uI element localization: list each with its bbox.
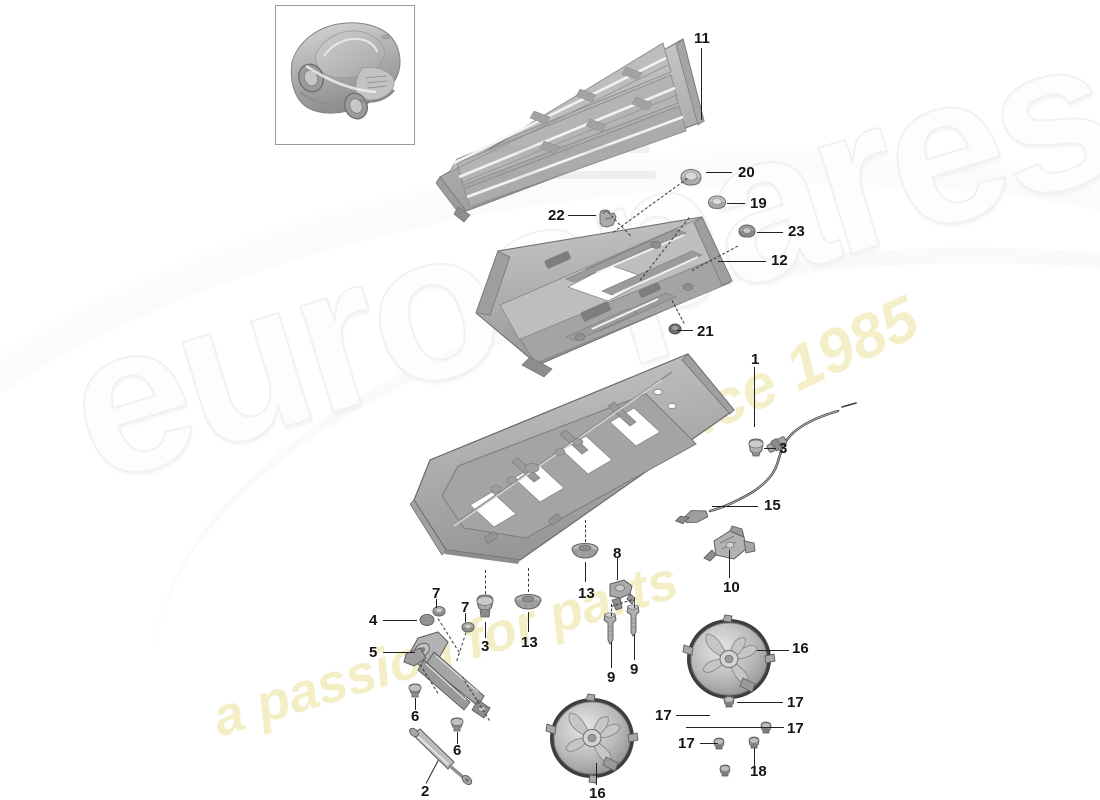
callout-label-9b[interactable]: 9 bbox=[630, 661, 639, 678]
vehicle-illustration-icon bbox=[290, 22, 401, 120]
leader-10 bbox=[729, 550, 730, 578]
leader-3-upper bbox=[764, 448, 776, 449]
leader-22 bbox=[568, 215, 596, 216]
callout-label-4[interactable]: 4 bbox=[369, 612, 378, 629]
part-buffer-upper bbox=[748, 438, 764, 457]
part-washer-b bbox=[461, 621, 475, 633]
callout-label-1[interactable]: 1 bbox=[751, 351, 760, 368]
callout-label-15[interactable]: 15 bbox=[764, 497, 781, 514]
callout-label-6b[interactable]: 6 bbox=[453, 742, 462, 759]
part-grommet-medium bbox=[708, 195, 726, 210]
part-bearing-bush bbox=[419, 614, 435, 626]
part-nut-a bbox=[408, 683, 422, 698]
leader-16b bbox=[596, 763, 597, 785]
leader-13b bbox=[585, 562, 586, 582]
callout-label-16a[interactable]: 16 bbox=[792, 640, 809, 657]
callout-label-3-upper[interactable]: 3 bbox=[779, 440, 788, 457]
leader-9b bbox=[634, 634, 635, 660]
callout-label-2[interactable]: 2 bbox=[421, 783, 430, 800]
leader-16a bbox=[757, 650, 789, 651]
callout-label-10[interactable]: 10 bbox=[723, 579, 740, 596]
part-grommet-small bbox=[738, 224, 756, 238]
part-screw-left bbox=[603, 612, 617, 645]
leader-17c bbox=[676, 715, 710, 716]
callout-label-22[interactable]: 22 bbox=[548, 207, 565, 224]
leader-17b bbox=[686, 727, 784, 728]
callout-label-12[interactable]: 12 bbox=[771, 252, 788, 269]
part-nut-b bbox=[450, 717, 464, 732]
part-cooling-fan-lower bbox=[545, 693, 639, 784]
leader-7a bbox=[436, 599, 437, 608]
callout-label-3-lower[interactable]: 3 bbox=[481, 638, 490, 655]
callout-label-7b[interactable]: 7 bbox=[461, 599, 470, 616]
part-grommet-large bbox=[680, 169, 702, 186]
callout-label-23[interactable]: 23 bbox=[788, 223, 805, 240]
callout-label-17c[interactable]: 17 bbox=[655, 707, 672, 724]
leader-15 bbox=[712, 506, 758, 507]
leader-18 bbox=[754, 748, 755, 766]
part-rear-lid-panel bbox=[409, 353, 735, 564]
leader-13a bbox=[528, 612, 529, 632]
part-buffer-lower bbox=[476, 594, 494, 618]
vehicle-thumbnail-box bbox=[275, 5, 415, 145]
callout-label-19[interactable]: 19 bbox=[750, 195, 767, 212]
part-gas-strut bbox=[409, 727, 473, 785]
leader-5 bbox=[383, 652, 415, 653]
leader-7b bbox=[465, 613, 466, 622]
part-fan-nut-b bbox=[760, 721, 772, 734]
part-fan-nut-d bbox=[719, 764, 731, 777]
callout-label-6a[interactable]: 6 bbox=[411, 708, 420, 725]
leader-17d bbox=[700, 743, 718, 744]
callout-label-17b[interactable]: 17 bbox=[787, 720, 804, 737]
callout-label-13b[interactable]: 13 bbox=[578, 585, 595, 602]
align-dash-9b bbox=[634, 598, 635, 608]
part-screw-right bbox=[626, 604, 640, 637]
part-lock-actuator bbox=[703, 525, 756, 562]
leader-8 bbox=[617, 558, 618, 580]
callout-label-20[interactable]: 20 bbox=[738, 164, 755, 181]
part-retaining-clip bbox=[599, 209, 617, 228]
callout-label-11[interactable]: 11 bbox=[694, 30, 710, 47]
leader-23 bbox=[757, 232, 783, 233]
leader-11 bbox=[701, 48, 702, 120]
align-dash-9a bbox=[611, 604, 612, 616]
part-rear-lid-grille bbox=[435, 38, 705, 223]
leader-3-lower bbox=[485, 622, 486, 638]
part-fan-nut-a bbox=[723, 695, 735, 708]
part-stud-plug bbox=[668, 323, 682, 335]
leader-21 bbox=[677, 330, 693, 331]
leader-20 bbox=[706, 172, 732, 173]
align-dash-3-lower bbox=[485, 570, 486, 594]
callout-label-13a[interactable]: 13 bbox=[521, 634, 538, 651]
part-release-cable bbox=[674, 402, 857, 525]
callout-label-16b[interactable]: 16 bbox=[589, 785, 606, 800]
leader-9a bbox=[611, 642, 612, 668]
callout-label-7a[interactable]: 7 bbox=[432, 585, 441, 602]
part-striker-bracket bbox=[609, 579, 636, 611]
leader-4 bbox=[383, 620, 417, 621]
part-washer-a bbox=[432, 605, 446, 617]
leader-19 bbox=[727, 203, 745, 204]
callout-label-8[interactable]: 8 bbox=[613, 545, 622, 562]
part-grille-frame bbox=[475, 216, 733, 378]
part-cooling-fan-upper bbox=[682, 614, 776, 705]
align-dash-13a bbox=[528, 568, 529, 592]
part-bolt bbox=[748, 736, 760, 749]
leader-1 bbox=[754, 367, 755, 427]
leader-6a bbox=[415, 698, 416, 710]
part-sealing-grommet-b bbox=[571, 543, 599, 559]
callout-label-17a[interactable]: 17 bbox=[787, 694, 804, 711]
callout-label-17d[interactable]: 17 bbox=[678, 735, 695, 752]
callout-label-18[interactable]: 18 bbox=[750, 763, 767, 780]
callout-label-21[interactable]: 21 bbox=[697, 323, 714, 340]
callout-label-5[interactable]: 5 bbox=[369, 644, 378, 661]
leader-12 bbox=[718, 261, 766, 262]
align-dash-13b bbox=[585, 520, 586, 542]
part-fan-nut-c bbox=[713, 737, 725, 750]
part-sealing-grommet-a bbox=[514, 594, 542, 610]
leader-6b bbox=[457, 732, 458, 744]
callout-label-9a[interactable]: 9 bbox=[607, 669, 616, 686]
leader-17a bbox=[737, 702, 783, 703]
